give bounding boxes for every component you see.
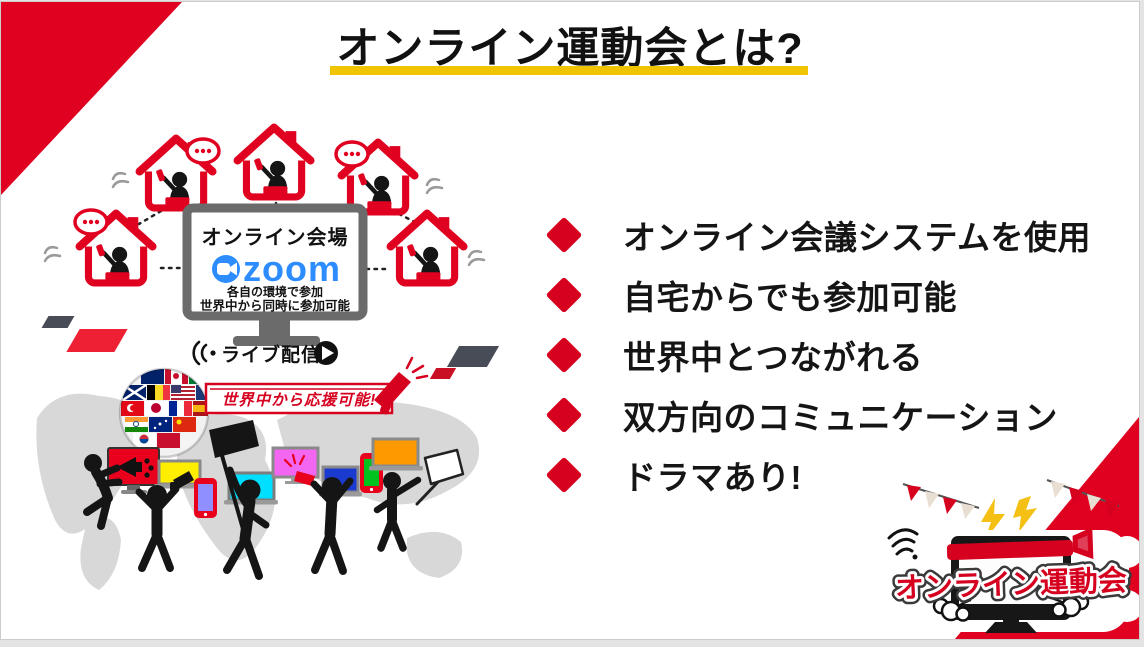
live-broadcast-row: ライブ配信 bbox=[192, 340, 338, 366]
venue-label: オンライン会場 bbox=[202, 225, 349, 249]
list-item: 世界中とつながれる bbox=[545, 325, 1091, 385]
orange-laptop bbox=[369, 437, 423, 471]
diamond-bullet-icon bbox=[545, 216, 583, 254]
bullet-label: 双方向のコミュニケーション bbox=[623, 399, 1058, 436]
bunting-icon bbox=[1046, 479, 1120, 517]
speech-bubble-icon bbox=[185, 137, 221, 165]
globe-flags-icon bbox=[118, 367, 210, 459]
slide-canvas: オンライン運動会とは? bbox=[1, 2, 1139, 639]
megaphone-icon bbox=[374, 356, 429, 415]
small-red-megaphone-icon bbox=[283, 453, 315, 486]
zoom-wordmark: zoom bbox=[243, 248, 341, 289]
broadcast-waves-icon bbox=[192, 340, 216, 366]
online-venue-diagram: オンライン会場 zoom 各自の環境で参加 世界中から同時に参加可能 ライブ配信 bbox=[36, 118, 486, 590]
crowd-figure bbox=[310, 477, 354, 575]
speech-bubble-icon bbox=[334, 140, 370, 168]
cheering-crowd-illustration bbox=[83, 420, 465, 580]
banner-label: 世界中から応援可能! bbox=[222, 391, 377, 409]
zoom-logo: zoom bbox=[212, 248, 341, 289]
speech-bubble-icon bbox=[73, 208, 109, 236]
crowd-figure bbox=[83, 454, 123, 530]
bullet-label: オンライン会議システムを使用 bbox=[623, 219, 1092, 256]
crowd-figure bbox=[135, 485, 180, 572]
list-item: 双方向のコミュニケーション bbox=[545, 385, 1091, 445]
play-icon bbox=[314, 341, 338, 365]
violet-phone bbox=[194, 478, 217, 518]
steam-puff-icon bbox=[932, 593, 1090, 622]
bullet-label: 自宅からでも参加可能 bbox=[623, 279, 958, 316]
monitor-caption-1: 各自の環境で参加 bbox=[226, 284, 323, 299]
logo-monitor bbox=[946, 527, 1094, 633]
page-title: オンライン運動会とは? bbox=[336, 25, 804, 73]
support-banner: 世界中から応援可能! bbox=[204, 356, 429, 415]
bullet-label: ドラマあり! bbox=[623, 459, 802, 496]
crowd-figure bbox=[373, 472, 422, 552]
wifi-icon bbox=[887, 528, 919, 560]
bullet-label: 世界中とつながれる bbox=[623, 339, 924, 376]
diamond-bullet-icon bbox=[545, 396, 583, 434]
house-icon bbox=[238, 128, 311, 197]
bullet-list: オンライン会議システムを使用 自宅からでも参加可能 世界中とつながれる 双方向の… bbox=[545, 205, 1092, 505]
diamond-bullet-icon bbox=[545, 276, 583, 314]
monitor-caption-2: 世界中から同時に参加可能 bbox=[200, 298, 351, 313]
list-item: オンライン会議システムを使用 bbox=[545, 205, 1092, 265]
list-item: 自宅からでも参加可能 bbox=[545, 265, 1091, 325]
live-label: ライブ配信 bbox=[221, 343, 321, 366]
diamond-bullet-icon bbox=[545, 456, 583, 494]
title-underline bbox=[330, 66, 808, 75]
crowd-figure bbox=[223, 466, 270, 580]
monitor-illustration: オンライン会場 zoom 各自の環境で参加 世界中から同時に参加可能 bbox=[182, 203, 368, 346]
list-item: ドラマあり! bbox=[545, 445, 1091, 505]
house-icon bbox=[391, 214, 464, 283]
diamond-bullet-icon bbox=[545, 336, 583, 374]
lightning-icon bbox=[981, 496, 1037, 542]
white-flag bbox=[415, 448, 465, 506]
bunting-icon bbox=[902, 483, 980, 519]
online-undokai-logo: オンライン運動会 オンライン運動会 bbox=[887, 479, 1139, 633]
